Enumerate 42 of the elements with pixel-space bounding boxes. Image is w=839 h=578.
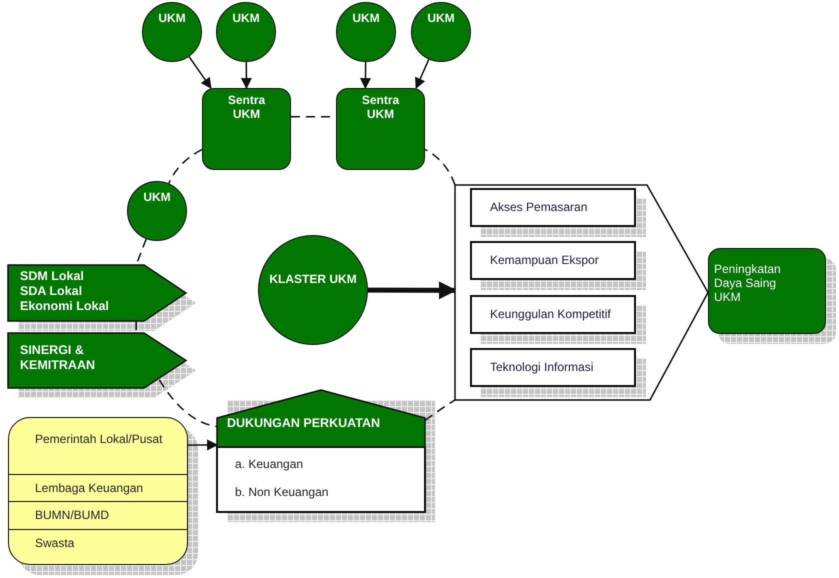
node-label: SINERGI & KEMITRAAN bbox=[20, 343, 96, 373]
node-label: UKM bbox=[351, 11, 381, 25]
node-label: SDA Lokal bbox=[20, 284, 84, 299]
dashed-connector bbox=[158, 379, 218, 428]
text-box bbox=[470, 188, 636, 227]
arrow bbox=[188, 439, 218, 450]
box-heading: DUKUNGAN PERKUATAN bbox=[227, 416, 380, 430]
node-label: Sentra UKM bbox=[360, 93, 400, 121]
node-label: KLASTER UKM bbox=[268, 272, 358, 286]
arrow bbox=[415, 59, 430, 89]
text-box bbox=[470, 348, 636, 387]
rounded-box bbox=[708, 248, 826, 334]
node-label: UKM bbox=[426, 11, 456, 25]
arrow bbox=[360, 62, 371, 90]
node-label: UKM bbox=[231, 11, 261, 25]
list-item: a. Keuangan bbox=[235, 457, 304, 471]
text-box bbox=[470, 241, 636, 280]
dashed-connector bbox=[135, 321, 137, 333]
dashed-connector bbox=[424, 148, 456, 186]
node-label: Teknologi Informasi bbox=[490, 360, 594, 374]
rounded-table bbox=[8, 417, 188, 565]
text-box bbox=[470, 295, 636, 334]
thick-arrow bbox=[368, 281, 457, 300]
arrow bbox=[188, 56, 212, 89]
node-label: Kemampuan Ekspor bbox=[490, 253, 600, 267]
row-label: Lembaga Keuangan bbox=[35, 480, 144, 495]
node-label: UKM bbox=[157, 11, 187, 25]
node-label: Peningkatan Daya Saing UKM bbox=[714, 262, 782, 304]
node-label: Ekonomi Lokal bbox=[20, 299, 110, 314]
row-label: Swasta bbox=[35, 536, 76, 550]
list-item: b. Non Keuangan bbox=[235, 485, 328, 499]
node-label: Keunggulan Kompetitif bbox=[490, 307, 612, 321]
row-label: Pemerintah Lokal/Pusat bbox=[35, 432, 164, 446]
node-label: Sentra UKM bbox=[226, 93, 266, 121]
node-label: Akses Pemasaran bbox=[490, 200, 588, 214]
rounded-box bbox=[202, 88, 291, 170]
arrow bbox=[240, 62, 252, 90]
rounded-box bbox=[336, 88, 425, 170]
dashed-connector bbox=[168, 148, 202, 184]
row-label: BUMN/BUMD bbox=[35, 508, 110, 522]
node-label: UKM bbox=[142, 190, 172, 204]
node-label: SDM Lokal bbox=[20, 269, 85, 284]
